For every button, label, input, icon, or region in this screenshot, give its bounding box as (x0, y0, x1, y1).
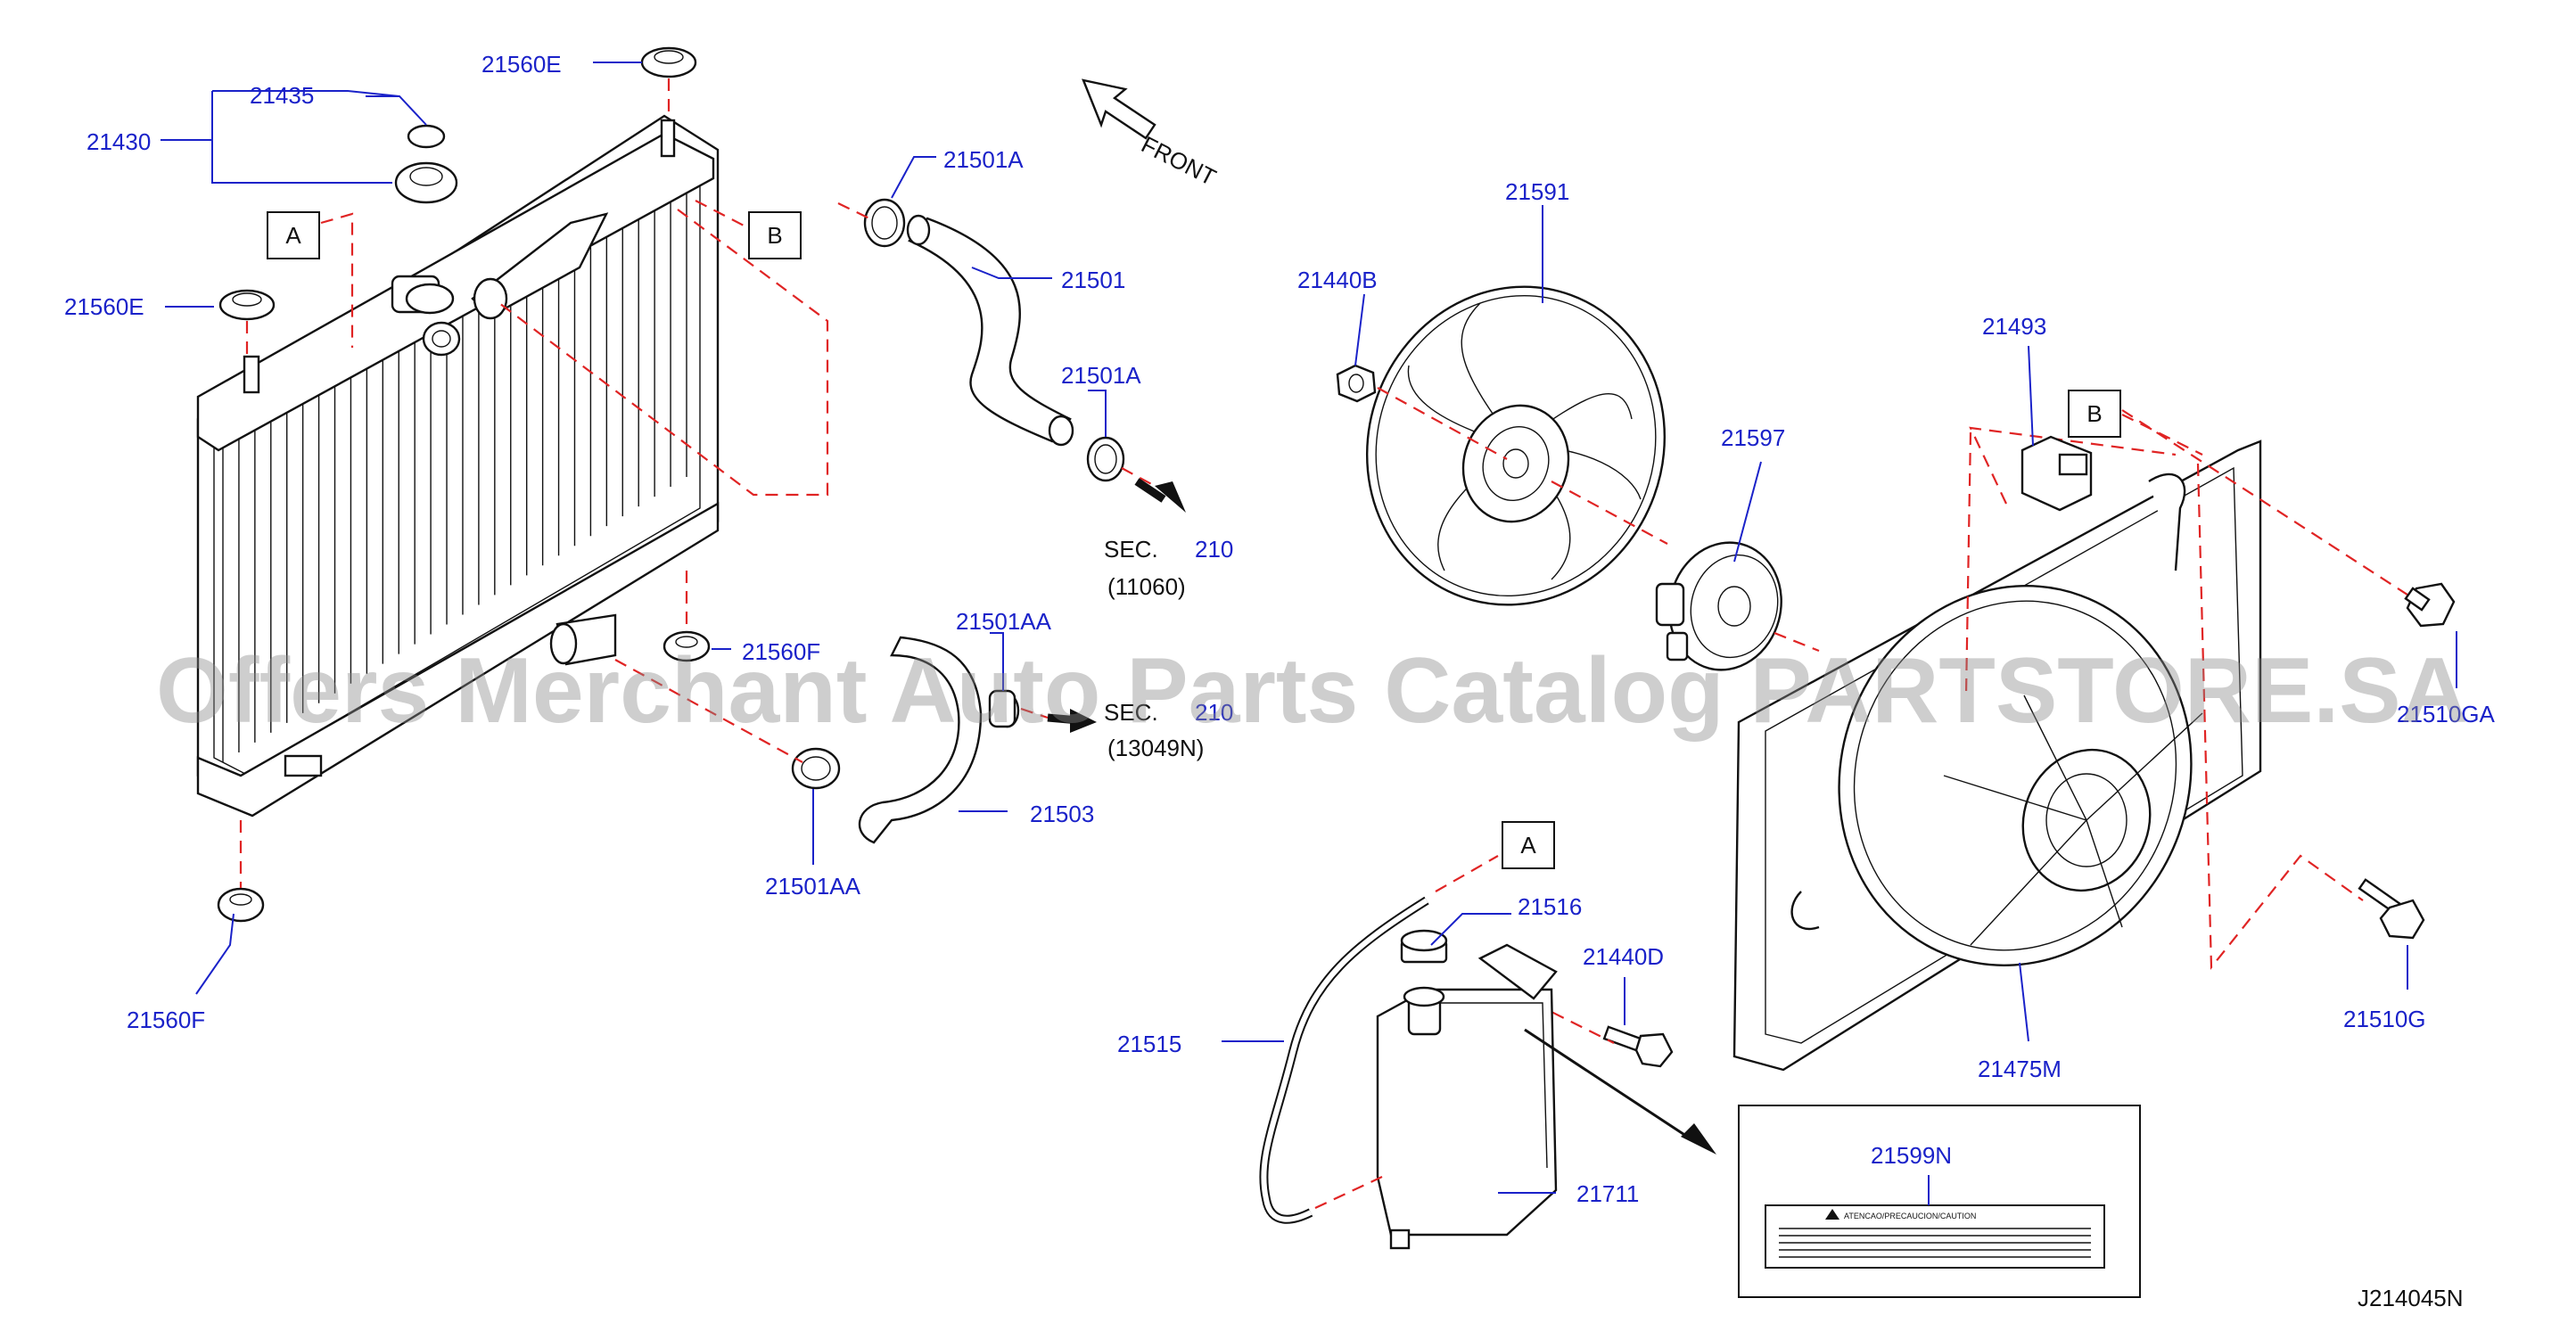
section-ref-code: (11060) (1107, 573, 1186, 600)
part-number-21560F-bot[interactable]: 21560F (127, 1007, 205, 1033)
bolt-21440D (1602, 1025, 1674, 1068)
part-number-21516[interactable]: 21516 (1518, 893, 1582, 920)
section-ref-sec: SEC. (1104, 536, 1158, 563)
part-number-21560E-left[interactable]: 21560E (64, 293, 144, 320)
part-number-21501A-top[interactable]: 21501A (943, 146, 1024, 173)
section-arrow-upper (1134, 478, 1186, 513)
part-number-21591[interactable]: 21591 (1505, 178, 1569, 205)
part-number-21503[interactable]: 21503 (1030, 801, 1094, 827)
hose-clamp-21501AA-low (791, 747, 841, 790)
reservoir-cap-21516 (1400, 929, 1448, 964)
mount-rubber-21560E-left (218, 289, 276, 357)
fan-motor-21597 (1655, 541, 1782, 671)
part-number-21501A-low[interactable]: 21501A (1061, 362, 1141, 389)
section-ref-number: 210 (1195, 536, 1233, 563)
fan-shroud-21475M (1732, 440, 2262, 1072)
svg-text:B: B (767, 222, 782, 249)
bolt-21510G (2358, 878, 2425, 940)
fan-nut-21440B (1336, 364, 1377, 403)
warning-triangle-icon (1825, 1209, 1839, 1220)
cap-gasket-21435 (407, 124, 446, 149)
part-number-21501AA-top[interactable]: 21501AA (956, 608, 1052, 635)
reservoir-tank-21711 (1376, 943, 1558, 1250)
section-arrow-lower (1047, 709, 1097, 733)
bolt-21510GA (2404, 582, 2456, 628)
diagram-id: J214045N (2358, 1285, 2464, 1311)
cooling-fan-21591 (1365, 285, 1667, 606)
svg-text:A: A (1520, 832, 1536, 859)
leader-lines (160, 62, 2457, 1205)
part-number-21493[interactable]: 21493 (1982, 313, 2046, 340)
hose-clamp-21501A-top (863, 198, 906, 248)
part-number-21501[interactable]: 21501 (1061, 267, 1125, 293)
part-number-21560F-mid[interactable]: 21560F (742, 638, 820, 665)
label-pointer-arrow (1681, 1123, 1716, 1155)
section-ref-lower[interactable]: SEC. 210 (13049N) (1104, 699, 1233, 761)
section-ref-upper[interactable]: SEC. 210 (11060) (1104, 536, 1233, 600)
front-label: FRONT (1137, 131, 1221, 191)
part-number-21440D[interactable]: 21440D (1583, 943, 1664, 970)
watermark: Offers Merchant Auto Parts Catalog PARTS… (156, 639, 2468, 743)
callout-box-A-left: A (267, 211, 354, 348)
svg-text:B: B (2086, 400, 2102, 427)
radiator-cap (394, 124, 458, 204)
part-number-21501AA-low[interactable]: 21501AA (765, 873, 861, 900)
front-direction-arrow: FRONT (1082, 78, 1221, 191)
part-number-21560E-top[interactable]: 21560E (481, 51, 562, 78)
callout-box-B-left: B (695, 200, 802, 259)
callout-box-B-right: B (2068, 390, 2203, 456)
part-number-21475M[interactable]: 21475M (1978, 1056, 2062, 1082)
part-number-21435[interactable]: 21435 (250, 82, 314, 109)
mount-rubber-21560E-top (640, 46, 697, 118)
part-number-21515[interactable]: 21515 (1117, 1031, 1181, 1057)
callout-box-A-right: A (1502, 821, 1555, 869)
part-number-21711[interactable]: 21711 (1576, 1180, 1639, 1207)
caution-label-text: ATENCAO/PRECAUCION/CAUTION (1844, 1212, 1976, 1220)
part-number-21599N[interactable]: 21599N (1871, 1142, 1952, 1169)
mount-rubber-21560F-mid (663, 571, 711, 662)
upper-hose-21501 (906, 214, 1074, 447)
reservoir-hose-21515 (1259, 896, 1429, 1224)
hose-clamp-21501A-low (1086, 436, 1125, 482)
section-ref-sec: SEC. (1104, 699, 1158, 726)
mount-rubber-21560F-bot (217, 820, 265, 923)
part-number-21430[interactable]: 21430 (86, 128, 151, 155)
section-ref-code: (13049N) (1107, 735, 1204, 761)
part-number-21510G[interactable]: 21510G (2343, 1006, 2426, 1032)
part-number-21597[interactable]: 21597 (1721, 424, 1785, 451)
caution-label-21599N: ATENCAO/PRECAUCION/CAUTION (1765, 1204, 2105, 1269)
section-ref-number: 210 (1195, 699, 1233, 726)
part-number-21440B[interactable]: 21440B (1297, 267, 1378, 293)
radiator (196, 114, 720, 818)
part-number-21510GA[interactable]: 21510GA (2397, 701, 2496, 727)
svg-text:A: A (285, 222, 301, 249)
fan-relay-21493 (2020, 435, 2093, 512)
